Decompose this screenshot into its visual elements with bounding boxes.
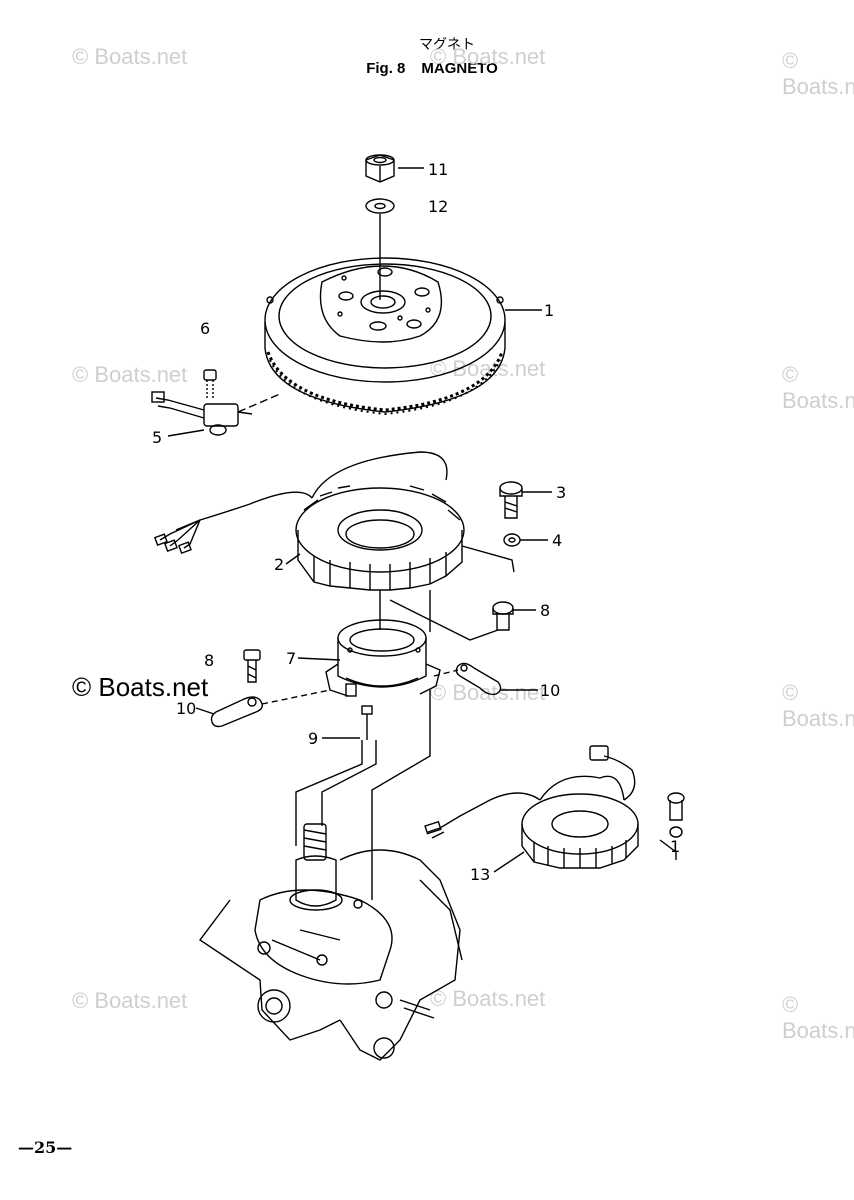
- bolt-part: [667, 792, 685, 821]
- leader-line: [659, 839, 677, 860]
- lock-washer-part: [503, 533, 521, 547]
- bolt-part: [243, 649, 261, 683]
- callout-11: 11: [428, 160, 448, 179]
- figure-title: Fig. 8 MAGNETO: [0, 60, 854, 77]
- callout-7: 7: [286, 649, 296, 668]
- callout-8: 8: [540, 601, 550, 620]
- callout-4: 4: [552, 531, 562, 550]
- leader-line: [195, 707, 215, 715]
- leader-line: [285, 553, 301, 565]
- callout-10-right: 10: [540, 681, 560, 700]
- leader-line: [493, 851, 525, 873]
- assembly-line: [261, 689, 331, 705]
- watermark: © Boats.net: [72, 44, 188, 69]
- watermark: © Boats.net: [430, 44, 546, 69]
- callout-8-left: 8: [204, 651, 214, 670]
- callout-1-lower: 1: [670, 837, 680, 856]
- washer-part: [365, 198, 395, 214]
- crankcase-part: [198, 823, 463, 1061]
- callout-2: 2: [274, 555, 284, 574]
- watermark: © Boats.net: [782, 362, 854, 413]
- screw-part: [361, 705, 373, 740]
- watermark: © Boats.net: [782, 48, 854, 99]
- assembly-line: [237, 393, 281, 413]
- callout-1: 1: [544, 301, 554, 320]
- page-number: —25—: [18, 1138, 73, 1157]
- figure-number: Fig. 8: [366, 60, 406, 77]
- callout-9: 9: [308, 729, 318, 748]
- callout-12: 12: [428, 197, 448, 216]
- alternate-stator-coil-part: [424, 745, 639, 869]
- leader-line: [167, 429, 205, 437]
- watermark: © Boats.net: [782, 992, 854, 1043]
- stator-base-part: [325, 619, 441, 697]
- callout-10-left: 10: [176, 699, 196, 718]
- figure-name: MAGNETO: [421, 60, 498, 77]
- watermark: © Boats.net: [782, 680, 854, 731]
- assembly-line: [461, 545, 515, 573]
- assembly-line: [321, 740, 377, 826]
- watermark: © Boats.net: [430, 356, 546, 381]
- lock-washer-part: [669, 826, 683, 838]
- watermark: © Boats.net: [430, 986, 546, 1011]
- figure-title-japanese: マグネト: [419, 37, 475, 53]
- bolt-part: [499, 481, 523, 519]
- callout-6: 6: [200, 319, 210, 338]
- pulser-coil-part: [151, 391, 253, 436]
- watermark: © Boats.net: [72, 362, 188, 387]
- flywheel-part: [264, 257, 506, 416]
- leader-line: [297, 657, 341, 661]
- assembly-line: [389, 599, 499, 641]
- callout-3: 3: [556, 483, 566, 502]
- assembly-line: [295, 740, 363, 846]
- watermark: © Boats.net: [430, 680, 546, 705]
- ground-plate-part: [210, 696, 263, 728]
- watermark: © Boats.net: [72, 988, 188, 1013]
- stator-coil-part: [153, 451, 465, 591]
- watermark-large: © Boats.net: [72, 672, 209, 702]
- callout-13: 13: [470, 865, 490, 884]
- ground-plate-part: [455, 662, 502, 696]
- screw-part: [203, 369, 217, 400]
- bolt-part: [492, 601, 514, 631]
- assembly-line: [433, 669, 459, 677]
- nut-part: [365, 154, 395, 183]
- callout-5: 5: [152, 428, 162, 447]
- assembly-line: [371, 690, 431, 900]
